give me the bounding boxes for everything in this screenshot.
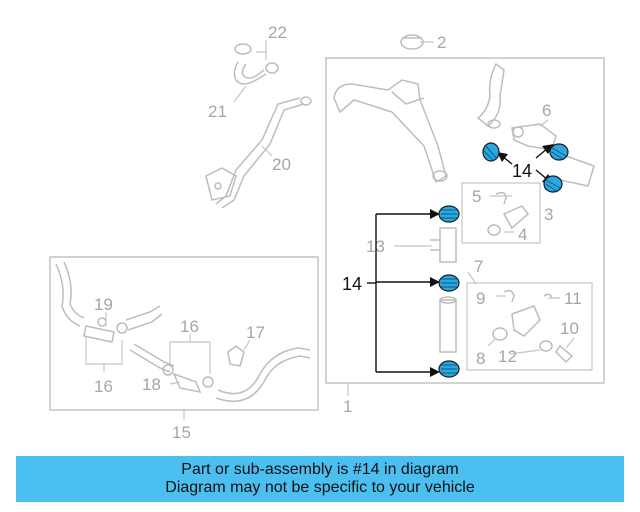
- group-box-1: [325, 57, 605, 384]
- clamp-14-b: [438, 274, 460, 292]
- group-box-7: [466, 282, 593, 371]
- callout-3: 3: [544, 205, 553, 224]
- callout-12: 12: [498, 347, 517, 366]
- clamp-14-d: [482, 142, 500, 162]
- part-3-assembly: [487, 191, 530, 236]
- part-6-thermostat-housing: [476, 62, 595, 187]
- callout-15: 15: [172, 423, 191, 442]
- lower-hose-section: [439, 296, 457, 353]
- group-15-brackets: [85, 312, 211, 420]
- upper-radiator-hose: [333, 79, 448, 184]
- callout-14-leaders: [367, 147, 549, 373]
- callout-1: 1: [343, 397, 352, 416]
- callout-7: 7: [474, 257, 483, 276]
- callout-17: 17: [246, 323, 265, 342]
- leader-lines: [169, 40, 575, 396]
- callout-18: 18: [142, 375, 161, 394]
- part-13-connector: [430, 227, 457, 263]
- callout-14-left: 14: [342, 274, 362, 294]
- callout-11: 11: [564, 289, 582, 308]
- callout-8: 8: [476, 349, 485, 368]
- callout-16-bottom: 16: [94, 377, 113, 396]
- banner-line-2: Diagram may not be specific to your vehi…: [165, 479, 475, 496]
- clamp-14-a: [438, 205, 460, 223]
- banner-line-1: Part or sub-assembly is #14 in diagram: [181, 461, 459, 478]
- callout-2: 2: [437, 33, 446, 52]
- callout-21: 21: [208, 102, 227, 121]
- parts-diagram: 22 21 20 2 6 5 3 4 13 7 9 11 10 8 12 1 1…: [49, 23, 605, 442]
- info-banner: Part or sub-assembly is #14 in diagram D…: [16, 456, 624, 502]
- callout-5: 5: [472, 187, 481, 206]
- callout-4: 4: [518, 225, 527, 244]
- callout-10: 10: [560, 319, 579, 338]
- group-box-3: [461, 182, 541, 244]
- callout-20: 20: [272, 155, 291, 174]
- part-7-assembly: [492, 289, 574, 364]
- group-15-hoses: [55, 261, 311, 402]
- callout-22: 22: [268, 23, 287, 42]
- callout-6: 6: [542, 101, 551, 120]
- callout-16-top: 16: [180, 317, 199, 336]
- part-2-cap: [400, 34, 424, 50]
- clamp-14-e: [549, 143, 569, 161]
- callout-9: 9: [476, 289, 485, 308]
- part-22-cap: [234, 43, 279, 74]
- part-20-pipe: [205, 96, 312, 209]
- callout-19: 19: [94, 295, 113, 314]
- clamp-14-f: [543, 175, 563, 193]
- part-21-hose: [233, 61, 267, 85]
- clamp-14-c: [438, 360, 460, 378]
- callout-14-right: 14: [512, 161, 532, 181]
